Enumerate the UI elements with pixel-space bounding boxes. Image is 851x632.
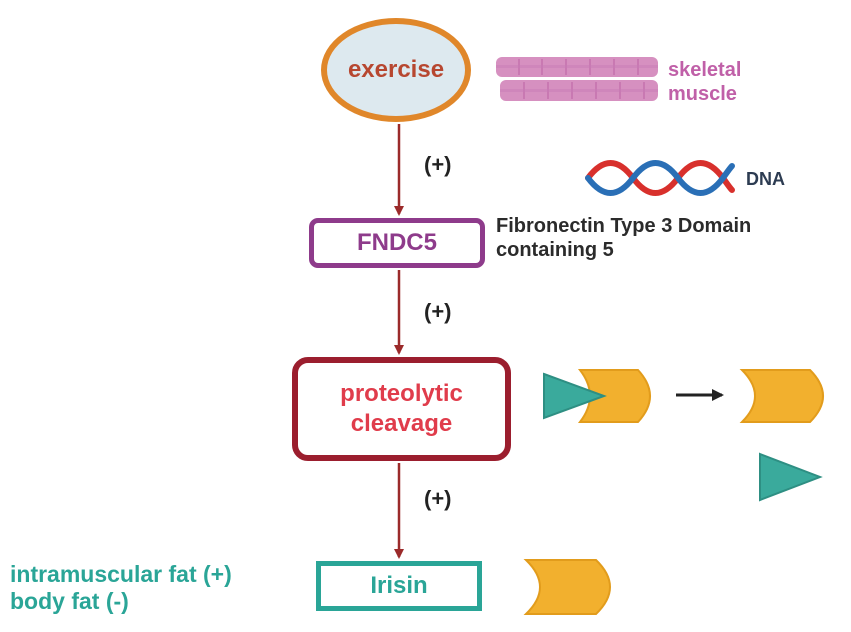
skeletal-muscle-icon: [496, 57, 658, 101]
edge-label-plus-1: (+): [424, 152, 452, 177]
fndc5-desc-line2: containing 5: [496, 239, 614, 261]
skeletal-muscle-label: skeletal muscle: [668, 58, 741, 106]
muscle-label-line1: skeletal: [668, 59, 742, 81]
dna-helix-icon: [585, 160, 735, 196]
fndc5-description: Fibronectin Type 3 Domain containing 5: [496, 214, 751, 262]
fat-effects-label: intramuscular fat (+) body fat (-): [10, 561, 232, 615]
muscle-label-line2: muscle: [668, 83, 737, 105]
proteolytic-cleavage-node: proteolytic cleavage: [292, 357, 511, 461]
cleavage-label-line1: proteolytic: [340, 380, 463, 407]
irisin-label: Irisin: [370, 572, 428, 599]
fndc5-label: FNDC5: [356, 229, 437, 256]
fndc5-node: FNDC5: [309, 218, 485, 268]
exercise-label: exercise: [347, 56, 445, 83]
edge-label-plus-2: (+): [424, 299, 452, 324]
cleaved-fragment-icon: [759, 452, 823, 502]
irisin-node: Irisin: [316, 561, 482, 611]
fat-label-line2: body fat (-): [10, 588, 129, 614]
irisin-protein-icon: [523, 559, 611, 615]
dna-label: DNA: [746, 169, 785, 189]
fndc5-desc-line1: Fibronectin Type 3 Domain: [496, 215, 752, 237]
protein-with-fragment-icon: [543, 369, 651, 423]
cleavage-label-line2: cleavage: [350, 410, 453, 437]
edge-label-plus-3: (+): [424, 486, 452, 511]
protein-icon: [739, 369, 824, 423]
exercise-node: exercise: [321, 18, 471, 122]
fat-label-line1: intramuscular fat (+): [10, 561, 232, 587]
